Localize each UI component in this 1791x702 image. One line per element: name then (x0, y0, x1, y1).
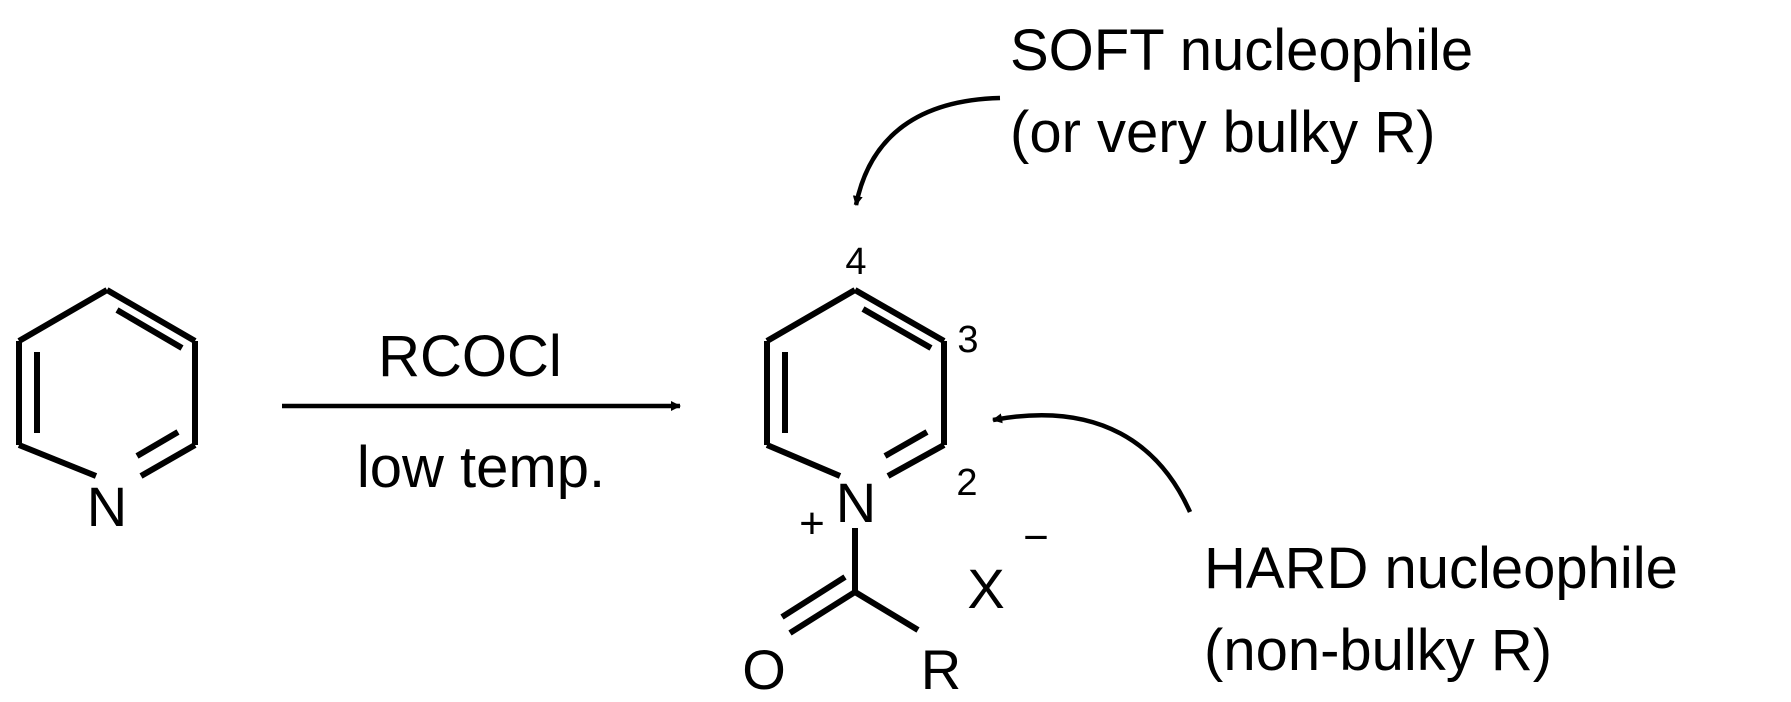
reagent-label: RCOCl (378, 324, 562, 389)
hard-nucleophile-note: (non-bulky R) (1204, 618, 1552, 683)
soft-nucleophile-note: (or very bulky R) (1010, 100, 1435, 165)
carbonyl-oxygen-label: O (742, 638, 786, 701)
hard-attack-arrow (992, 412, 1193, 513)
negative-charge-label: − (1023, 513, 1049, 562)
pyridine-ring (16, 287, 198, 479)
acyl-group (780, 528, 920, 636)
r-group-label: R (921, 638, 961, 701)
soft-nucleophile-label: SOFT nucleophile (1010, 18, 1473, 83)
hard-nucleophile-label: HARD nucleophile (1204, 536, 1678, 601)
positive-charge-label: + (799, 499, 825, 548)
position-4-label: 4 (845, 241, 866, 283)
position-3-label: 3 (957, 319, 978, 361)
position-2-label: 2 (956, 462, 977, 504)
pyridinium-ring (764, 287, 947, 479)
pyridine-nitrogen-label: N (87, 475, 127, 538)
soft-attack-arrow (852, 95, 1001, 206)
conditions-label: low temp. (357, 435, 605, 500)
counterion-label: X (967, 557, 1004, 620)
pyridinium-nitrogen-label: N (836, 471, 876, 534)
